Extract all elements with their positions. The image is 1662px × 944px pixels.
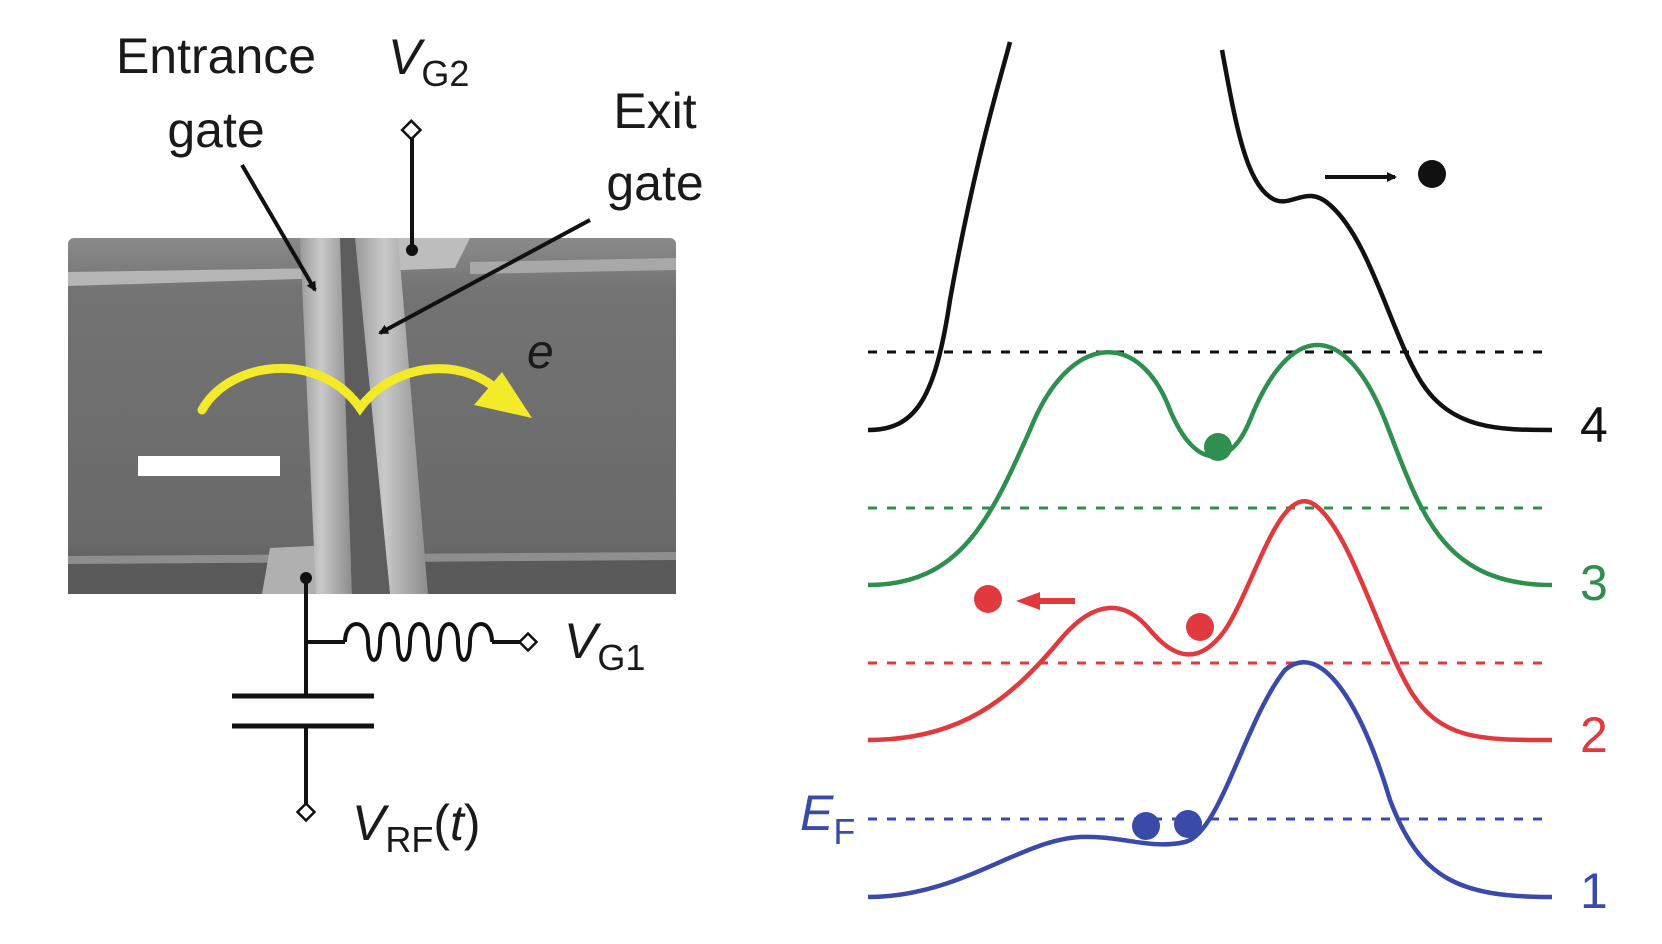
exit-gate-label-line1: Exit	[613, 83, 696, 139]
entrance-gate-finger	[300, 238, 352, 594]
scale-bar	[138, 456, 280, 476]
vrf-main: V	[352, 795, 390, 851]
step2-return-arrow	[1016, 592, 1075, 610]
exit-gate-label-line2: gate	[606, 155, 703, 211]
step-4: 4	[867, 41, 1608, 453]
vrf-arg: t	[450, 795, 466, 851]
vrf-paren-open: (	[433, 795, 450, 851]
step3-potential-curve	[867, 343, 1553, 588]
vg2-terminal	[400, 119, 423, 141]
step2-label: 2	[1580, 707, 1608, 763]
electron-arrow-head	[474, 372, 532, 418]
electron-path	[197, 363, 510, 416]
fermi-sub: F	[833, 811, 855, 852]
step-2: 2	[867, 499, 1608, 763]
step-1: 1 EF	[800, 660, 1608, 919]
step2-escaping-electron	[974, 585, 1002, 613]
sem-image	[68, 238, 676, 594]
vg1-sub: G1	[597, 637, 645, 678]
vrf-label: VRF(t)	[352, 795, 481, 860]
fermi-main: E	[800, 785, 834, 841]
step1-electron-b	[1174, 810, 1202, 838]
gate-gap	[340, 238, 390, 594]
vrf-paren-close: )	[464, 795, 481, 851]
vg1-terminal	[517, 631, 539, 653]
vg2-node	[406, 244, 418, 256]
step4-electron	[1418, 160, 1446, 188]
vg2-label: VG2	[388, 29, 469, 94]
exit-gate-finger	[355, 238, 428, 594]
step1-label: 1	[1580, 863, 1608, 919]
inductor-coil	[343, 622, 494, 662]
step-3: 3	[867, 343, 1608, 611]
vg2-main: V	[388, 29, 426, 85]
gate-pad-bottom	[262, 545, 330, 594]
vg1-label: VG1	[564, 613, 645, 678]
step4-label: 4	[1580, 397, 1608, 453]
vg2-sub: G2	[421, 53, 469, 94]
fermi-energy-label: EF	[800, 785, 855, 852]
step3-electron	[1204, 433, 1232, 461]
step1-potential-curve	[867, 660, 1553, 900]
step2-trapped-electron	[1186, 613, 1214, 641]
exit-gate-pointer	[378, 218, 591, 335]
step3-label: 3	[1580, 555, 1608, 611]
sem-top-ridge-right	[470, 258, 676, 274]
sem-top-ridge	[68, 268, 330, 286]
electron-symbol: e	[527, 326, 554, 379]
step4-potential-curve	[867, 41, 1553, 433]
vrf-sub: RF	[385, 819, 433, 860]
step2-potential-curve	[867, 499, 1553, 743]
entrance-gate-pointer	[240, 163, 317, 292]
vg1-main: V	[564, 613, 602, 669]
entrance-gate-label-line2: gate	[167, 102, 264, 158]
electron-transfer-arrow	[197, 363, 532, 418]
step1-electron-a	[1132, 812, 1160, 840]
entrance-gate-label-line1: Entrance	[116, 28, 316, 84]
vrf-terminal	[295, 801, 317, 823]
